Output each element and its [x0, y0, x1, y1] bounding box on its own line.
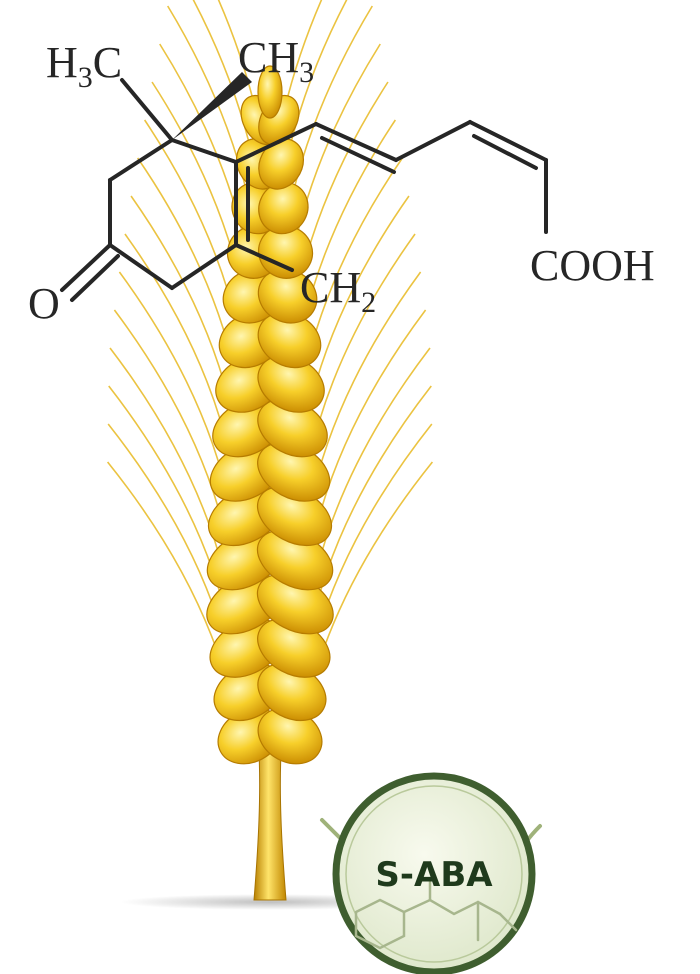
wheat-awn [217, 0, 257, 111]
bond-chain [468, 120, 548, 162]
wheat-grain [258, 138, 305, 190]
wheat-awn [192, 0, 253, 155]
wheat-grain [258, 225, 314, 279]
badge-label: S-ABA [375, 855, 493, 895]
badge-circle [332, 772, 536, 974]
bond [170, 138, 238, 164]
wheat-ear-icon [106, 0, 434, 901]
wheat-awn [287, 0, 348, 155]
badge-laurel-left [320, 818, 342, 840]
badge-faint-structure [354, 878, 518, 950]
wheat-grain [258, 181, 309, 235]
atom-label-cooh: COOH [530, 241, 655, 290]
badge-seal-icon: S-ABA [320, 772, 542, 974]
bond-chain [394, 120, 472, 162]
wheat-grain-tip [257, 65, 283, 119]
badge-ring-inner [345, 785, 523, 963]
atom-label-h3c: H3C [46, 38, 122, 94]
wheat-awn [291, 5, 373, 199]
bond-chain-double [472, 134, 538, 170]
atom-label-ch3: CH3 [238, 33, 314, 89]
bond-carbonyl-inner [70, 254, 120, 302]
bond-chain [314, 122, 398, 162]
chemical-structure [60, 72, 548, 302]
bond-chain [234, 122, 318, 164]
atom-label-o: O [28, 279, 60, 328]
bond [170, 243, 238, 290]
atom-label-ch2: CH2 [300, 263, 376, 319]
wheat-grains [206, 65, 334, 765]
bond-chain-double [320, 136, 396, 174]
bond-ch2 [234, 243, 294, 272]
wheat-stem [253, 734, 287, 901]
bond [108, 243, 174, 290]
bond-carbonyl [60, 243, 112, 292]
bond-methyl [120, 78, 174, 142]
bond [108, 138, 174, 182]
bond-wedge [172, 72, 252, 140]
wheat-awn [283, 0, 323, 111]
